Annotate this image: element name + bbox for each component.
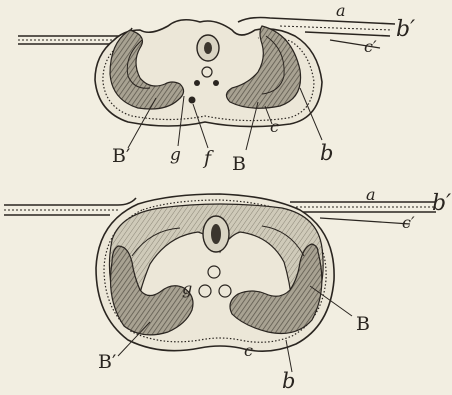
upper-label-b-prime: b′ [396, 17, 415, 42]
lower-label-b-prime: b′ [432, 191, 451, 216]
upper-label-B-prime: B′ [112, 145, 130, 167]
upper-label-f: f [202, 147, 214, 169]
lower-label-B-prime: B′ [98, 351, 116, 373]
upper-label-c: c [270, 117, 279, 136]
lower-label-c: c [244, 341, 253, 360]
lower-chorda [208, 266, 220, 278]
lower-label-a: a [366, 185, 376, 204]
upper-label-c-prime: c′ [364, 37, 377, 56]
lower-vessel-left [199, 285, 211, 297]
lower-label-g: g [182, 279, 192, 298]
upper-section: a b′ c′ B′ g f B c b [18, 1, 415, 175]
lower-section: a b′ c′ g B B′ c b [4, 185, 451, 393]
upper-label-B: B [232, 153, 246, 175]
upper-vessel-mid [189, 97, 196, 104]
lower-ectoderm-left [4, 198, 136, 215]
upper-label-a: a [336, 1, 346, 20]
upper-label-g: g [170, 145, 181, 165]
lower-label-b: b [282, 369, 295, 393]
upper-vessel-left [194, 80, 200, 86]
lower-vessel-right [219, 285, 231, 297]
upper-label-b: b [320, 141, 333, 165]
lower-label-B: B [356, 313, 370, 335]
lower-label-c-prime: c′ [402, 213, 415, 232]
upper-chorda [202, 67, 212, 77]
upper-vessel-right [213, 80, 219, 86]
